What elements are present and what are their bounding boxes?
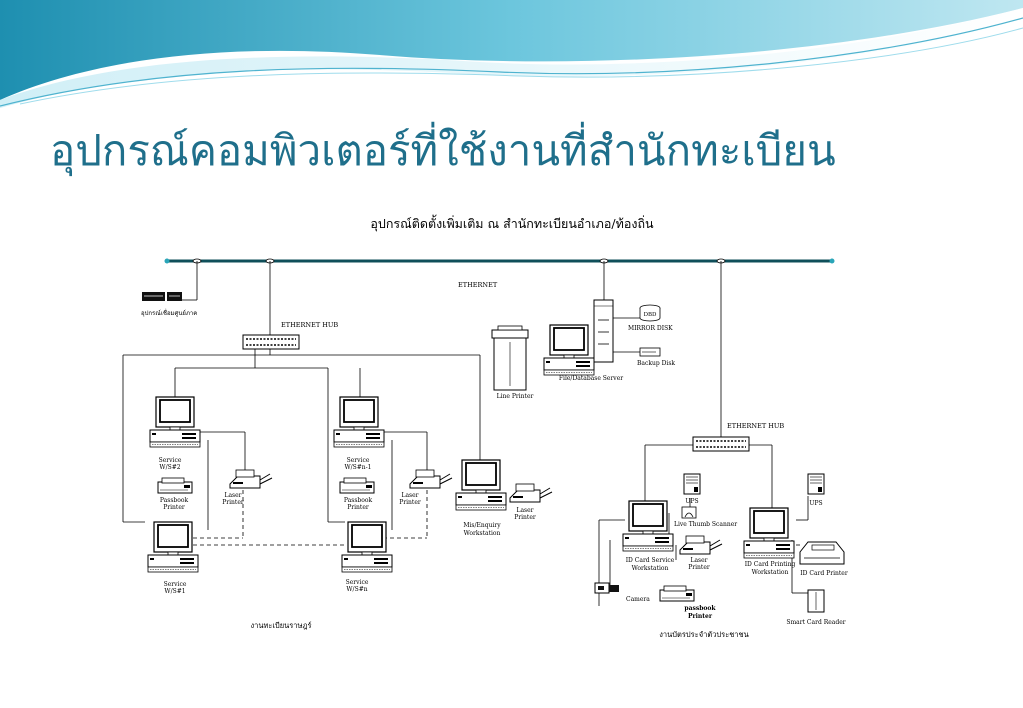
laser-id-line1: Laser — [690, 557, 707, 564]
server-console-monitor — [543, 324, 595, 376]
ethernet-hub-right — [692, 436, 750, 452]
passbook-left-line1: Passbook — [160, 497, 189, 504]
backup-disk — [639, 347, 661, 357]
dbd-label: DBD — [644, 312, 657, 318]
page-title: อุปกรณ์คอมพิวเตอร์ที่ใช้งานที่สำนักทะเบี… — [50, 126, 836, 175]
id-service-line1: ID Card Service — [626, 557, 675, 564]
laser-printer-mis — [509, 483, 553, 503]
hub-left-label: ETHERNET HUB — [281, 321, 338, 329]
id-service-line2: Workstation — [632, 565, 669, 572]
id-card-service-workstation — [622, 500, 674, 552]
mis-label-line1: Mis/Enquiry — [463, 522, 501, 529]
regional-center-equipment — [142, 261, 198, 301]
backup-disk-label: Backup Disk — [637, 360, 675, 367]
file-database-server — [593, 299, 614, 363]
id-printing-line1: ID Card Printing — [745, 561, 796, 568]
wsn-label-line1: Service — [346, 579, 369, 586]
ups-right-label: UPS — [809, 500, 822, 507]
id-printing-line2: Workstation — [752, 569, 789, 576]
line-printer — [491, 325, 529, 391]
passbook-left-line2: Printer — [163, 504, 185, 511]
passbook-printer-left — [157, 477, 193, 494]
laser-printer-id — [679, 535, 723, 555]
laser-mis-line2: Printer — [514, 514, 536, 521]
camera — [594, 582, 619, 594]
registration-section-label: งานทะเบียนราษฎร์ — [250, 621, 311, 630]
passbook-right-line2: Printer — [688, 613, 713, 620]
id-card-section-label: งานบัตรประจำตัวประชาชน — [659, 630, 749, 639]
header-banner — [0, 0, 1023, 108]
ethernet-backbone — [164, 258, 835, 264]
passbook-printer-mid — [339, 477, 375, 494]
hub-right-label: ETHERNET HUB — [727, 422, 784, 430]
ws2-label-line2: W/S#2 — [159, 464, 180, 471]
regional-center-label: อุปกรณ์เชื่อมศูนย์ภาค — [141, 309, 197, 317]
laser-left-line2: Printer — [222, 499, 244, 506]
id-card-printing-workstation — [743, 507, 795, 559]
diagram-heading: อุปกรณ์ติดตั้งเพิ่มเติม ณ สำนักทะเบียนอำ… — [370, 214, 654, 232]
laser-mid-line2: Printer — [399, 499, 421, 506]
laser-printer-mid — [409, 469, 453, 489]
line-printer-label: Line Printer — [497, 393, 534, 400]
wsn1-label-line2: W/S#n-1 — [344, 464, 371, 471]
passbook-mid-line2: Printer — [347, 504, 369, 511]
service-wsn-workstation — [341, 521, 393, 573]
service-ws2-workstation — [149, 396, 201, 448]
mis-label-line2: Workstation — [464, 530, 501, 537]
service-ws1-workstation — [147, 521, 199, 573]
mirror-disk-label: MIRROR DISK — [628, 325, 673, 332]
laser-mis-line1: Laser — [516, 507, 533, 514]
ws1-label-line1: Service — [164, 581, 187, 588]
laser-left-line1: Laser — [224, 492, 241, 499]
wsn-label-line2: W/S#n — [346, 586, 367, 593]
dbd-disk — [639, 304, 661, 322]
ups-right — [807, 473, 825, 495]
passbook-mid-line1: Passbook — [344, 497, 373, 504]
file-server-label: File/Database Server — [559, 375, 623, 382]
smart-card-label: Smart Card Reader — [786, 619, 845, 626]
id-card-printer — [799, 541, 845, 565]
ws2-label-line1: Service — [159, 457, 182, 464]
ws1-label-line2: W/S#1 — [164, 588, 185, 595]
live-thumb-label: Live Thumb Scanner — [674, 521, 737, 528]
service-wsn1-workstation — [333, 396, 385, 448]
laser-mid-line1: Laser — [401, 492, 418, 499]
smart-card-reader — [807, 589, 825, 613]
laser-printer-left — [229, 469, 273, 489]
ethernet-hub-left — [242, 334, 300, 350]
ups-left — [683, 473, 701, 495]
passbook-printer-right — [659, 585, 695, 602]
passbook-right-line1: passbook — [684, 605, 716, 612]
ethernet-label: ETHERNET — [458, 281, 498, 289]
laser-id-line2: Printer — [688, 564, 710, 571]
camera-label: Camera — [626, 596, 650, 603]
live-thumb-scanner — [681, 506, 697, 519]
id-card-printer-label: ID Card Printer — [800, 570, 848, 577]
wsn1-label-line1: Service — [347, 457, 370, 464]
mis-enquiry-workstation — [455, 459, 507, 511]
ups-left-label: UPS — [685, 498, 698, 505]
